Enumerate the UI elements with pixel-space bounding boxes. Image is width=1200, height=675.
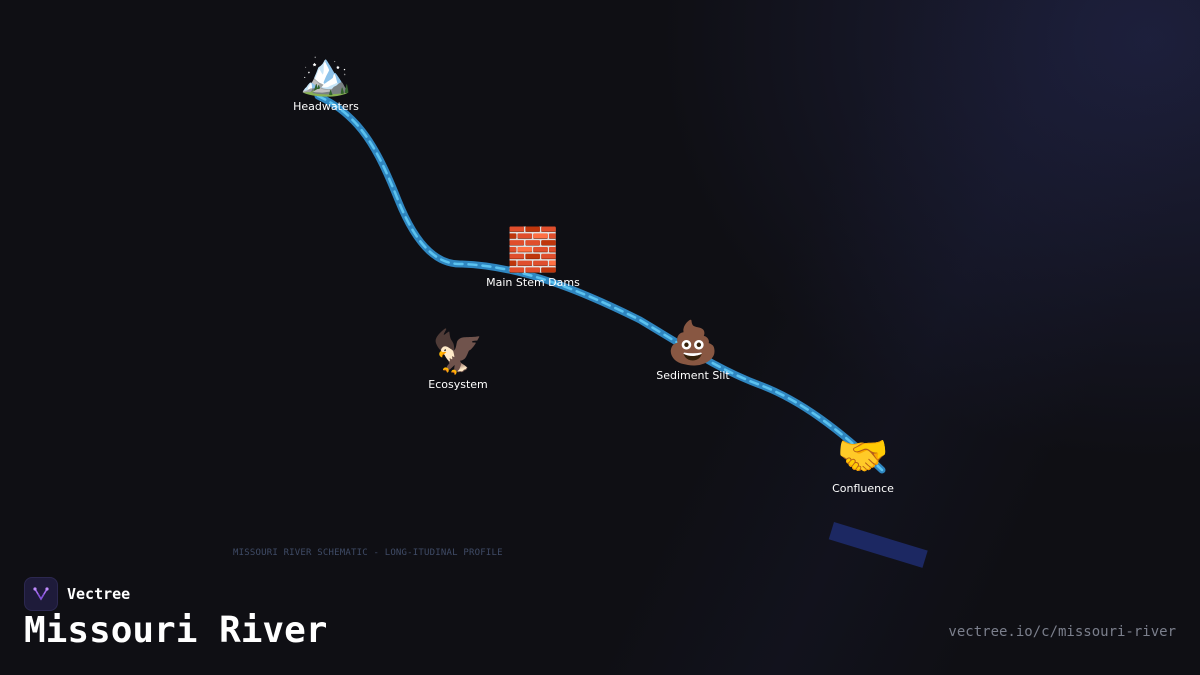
node-label: Headwaters: [293, 100, 359, 113]
node-main-stem-dams[interactable]: 🧱 Main Stem Dams: [486, 225, 580, 290]
eagle-icon: 🦅: [431, 327, 485, 376]
node-headwaters[interactable]: 🏔️ Headwaters: [293, 49, 359, 114]
node-label: Ecosystem: [428, 378, 488, 391]
node-sediment-silt[interactable]: 💩 Sediment Silt: [656, 318, 730, 383]
brand[interactable]: Vectree: [24, 577, 130, 611]
brick-wall-icon: 🧱: [506, 225, 560, 274]
silt-icon: 💩: [666, 318, 720, 367]
vectree-logo-icon: [24, 577, 58, 611]
page-title: Missouri River: [24, 610, 328, 651]
node-ecosystem[interactable]: 🦅 Ecosystem: [428, 327, 488, 392]
mountain-icon: 🏔️: [299, 49, 353, 98]
river-path: [314, 92, 886, 474]
diagram-caption: MISSOURI RIVER SCHEMATIC - LONG-ITUDINAL…: [233, 548, 503, 558]
node-label: Sediment Silt: [656, 369, 730, 382]
handshake-icon: 🤝: [836, 431, 890, 480]
node-label: Main Stem Dams: [486, 276, 580, 289]
page-url[interactable]: vectree.io/c/missouri-river: [948, 624, 1176, 640]
node-confluence[interactable]: 🤝 Confluence: [832, 431, 894, 496]
river-flow-dashes: [316, 94, 884, 472]
node-label: Confluence: [832, 482, 894, 495]
brand-name: Vectree: [67, 585, 131, 603]
